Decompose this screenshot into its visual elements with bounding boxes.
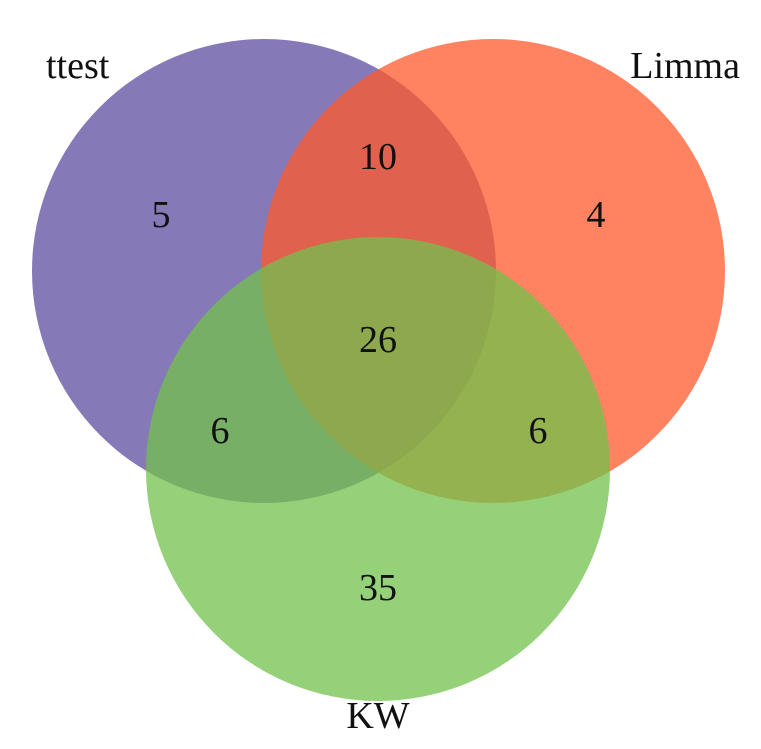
count-ttest-kw: 6 bbox=[211, 410, 230, 452]
count-all-three: 26 bbox=[359, 319, 397, 361]
count-ttest-limma: 10 bbox=[359, 136, 397, 178]
set-label-kw: KW bbox=[346, 695, 409, 737]
set-label-limma: Limma bbox=[630, 45, 740, 87]
count-limma-only: 4 bbox=[587, 194, 606, 236]
count-limma-kw: 6 bbox=[529, 410, 548, 452]
kw-circle bbox=[146, 237, 610, 701]
count-ttest-only: 5 bbox=[152, 194, 171, 236]
set-label-ttest: ttest bbox=[46, 45, 110, 87]
count-kw-only: 35 bbox=[359, 567, 397, 609]
